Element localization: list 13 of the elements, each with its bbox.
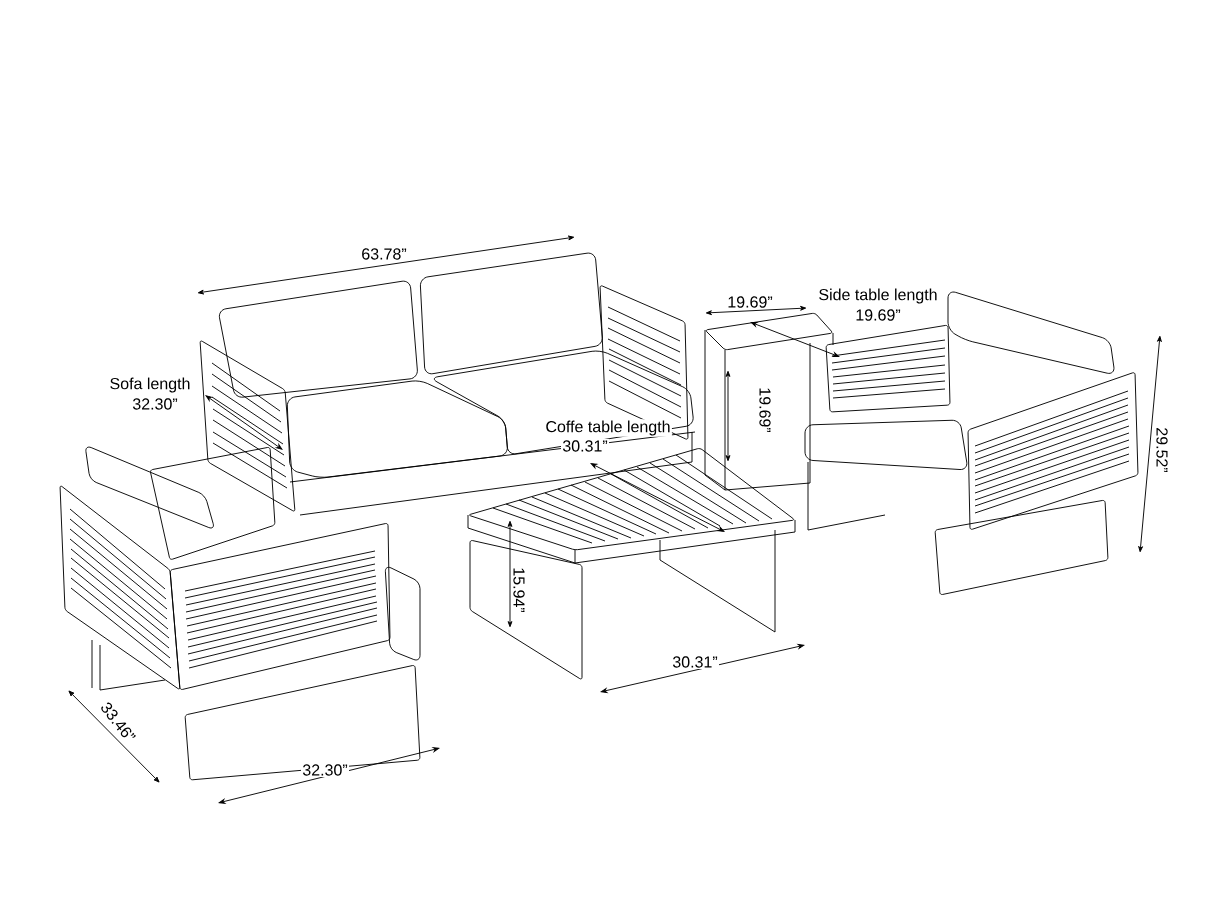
dimension-label: 19.69” <box>758 386 772 435</box>
dimension-label: Coffe table length <box>544 419 672 437</box>
dimension-label: 19.69” <box>854 308 902 322</box>
dimension-label: 32.30” <box>301 763 349 777</box>
dimension-label: Side table length <box>817 287 939 305</box>
dimension-label: 15.94” <box>512 566 526 615</box>
dimension-label: 29.52” <box>1155 426 1169 474</box>
dimension-label: 30.31” <box>671 655 719 669</box>
dimension-label: 32.30” <box>131 397 179 411</box>
dimension-label: 30.31” <box>561 439 609 453</box>
dimension-label: Sofa length <box>108 376 192 394</box>
dimension-label: 63.78” <box>360 247 408 261</box>
dimension-label: 19.69” <box>726 295 775 309</box>
